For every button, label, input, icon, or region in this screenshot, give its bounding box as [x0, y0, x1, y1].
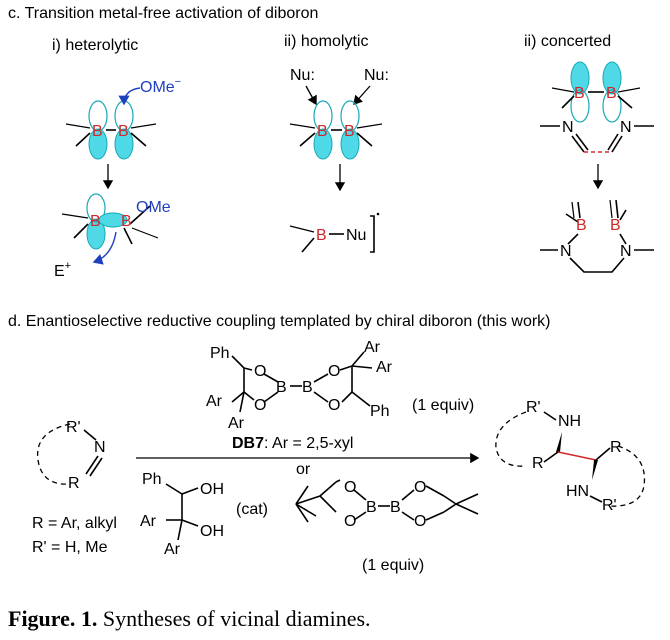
- vicinal-diamine-product: R' NH R R HN R': [495, 399, 646, 514]
- oxygen-atom: O: [344, 513, 356, 530]
- methoxy-label: OMe: [136, 199, 171, 216]
- aryl-label: Ar: [376, 359, 393, 376]
- r-label: R: [68, 475, 80, 492]
- boron-atom: B: [317, 123, 328, 140]
- sp3-boron-bond-orbital: [98, 212, 128, 228]
- catalytic-label: (cat): [236, 501, 268, 518]
- aryl-label: Ar: [164, 541, 181, 558]
- r-label: R: [610, 439, 622, 456]
- heterolytic-heading: i) heterolytic: [52, 37, 138, 54]
- boron-atom: B: [90, 213, 101, 230]
- hydroxyl-label: OH: [200, 523, 224, 540]
- r-prime-label: R': [66, 419, 81, 436]
- nucleophile-attack-arrow: [118, 87, 141, 106]
- radical-dot: [376, 212, 380, 216]
- aryl-label: Ar: [206, 393, 223, 410]
- oxygen-atom: O: [254, 363, 266, 380]
- oxygen-atom: O: [414, 479, 426, 496]
- equivalents-label: (1 equiv): [412, 397, 474, 414]
- homolytic-heading: ii) homolytic: [284, 33, 368, 50]
- ethylene-bridge: [569, 257, 625, 273]
- or-label: or: [296, 461, 311, 478]
- r-label: R: [532, 455, 544, 472]
- figure-caption: Figure. 1. Syntheses of vicinal diamines…: [8, 606, 371, 631]
- new-c-c-bond: [557, 451, 597, 461]
- phenyl-label: Ph: [370, 403, 390, 420]
- nitrogen-atom: N: [620, 119, 632, 136]
- r-prime-definition: R' = H, Me: [32, 539, 108, 556]
- panel-c-title: c. Transition metal-free activation of d…: [8, 5, 318, 22]
- boron-atom: B: [276, 379, 287, 396]
- dashed-ring: [36, 423, 71, 485]
- boron-atom: B: [316, 227, 327, 244]
- amine-label: NH: [558, 413, 581, 430]
- oxygen-atom: O: [328, 397, 340, 414]
- oxygen-atom: O: [414, 513, 426, 530]
- phenyl-label: Ph: [210, 345, 230, 362]
- equivalents-label: (1 equiv): [362, 557, 424, 574]
- nitrogen-atom: N: [560, 243, 572, 260]
- panel-d-title: d. Enantioselective reductive coupling t…: [8, 313, 551, 330]
- nitrogen-atom: N: [94, 439, 106, 456]
- filled-p-orbital-right: [602, 61, 622, 95]
- aryl-label: Ar: [228, 415, 245, 432]
- diol-catalyst: Ph OH OH Ar Ar (cat): [140, 471, 268, 558]
- wedge-bond: [556, 432, 562, 452]
- bis-neopentylglycolato-diboron: O O B B O O (1 equiv): [295, 479, 479, 574]
- boron-atom: B: [610, 217, 621, 234]
- boron-atom: B: [606, 85, 617, 102]
- nucleophile-left: Nu:: [290, 67, 315, 84]
- boron-atom: B: [92, 123, 103, 140]
- r-prime-label: R': [602, 497, 617, 514]
- filled-p-orbital-right: [340, 128, 360, 160]
- oxygen-atom: O: [328, 363, 340, 380]
- boron-atom: B: [574, 85, 585, 102]
- nitrogen-atom: N: [562, 119, 574, 136]
- imine-substrate: R' N R R = Ar, alkyl R' = H, Me: [32, 419, 117, 556]
- r-prime-label: R': [526, 399, 541, 416]
- filled-p-orbital-right: [114, 128, 134, 160]
- boron-atom: B: [576, 217, 587, 234]
- filled-p-orbital-left: [570, 61, 590, 95]
- wedge-bond: [592, 460, 598, 480]
- radical-bracket: [370, 215, 375, 253]
- boron-atom: B: [118, 123, 129, 140]
- heterolytic-scheme: i) heterolytic B B OMe− B B OMe E+: [52, 37, 181, 280]
- phenyl-label: Ph: [142, 471, 162, 488]
- filled-p-orbital-left: [313, 128, 333, 160]
- nucleophile-group: Nu: [346, 227, 366, 244]
- hydroxyl-label: OH: [200, 481, 224, 498]
- oxygen-atom: O: [344, 479, 356, 496]
- nucleophile-right: Nu:: [364, 67, 389, 84]
- boron-atom: B: [302, 379, 313, 396]
- aryl-label: Ar: [364, 339, 381, 356]
- radical-attack-arrow: [353, 85, 371, 105]
- oxygen-atom: O: [254, 397, 266, 414]
- r-definition: R = Ar, alkyl: [32, 515, 117, 532]
- concerted-scheme: ii) concerted B B N N B B N N: [524, 33, 654, 273]
- electrophile-arrow: [92, 231, 117, 265]
- electrophile-label: E+: [54, 260, 71, 280]
- homolytic-scheme: ii) homolytic Nu: Nu: B B B Nu: [284, 33, 389, 253]
- methoxide-label: OMe−: [140, 76, 181, 96]
- boron-atom: B: [366, 499, 377, 516]
- boron-atom: B: [344, 123, 355, 140]
- filled-p-orbital-left: [88, 128, 108, 160]
- nitrogen-atom: N: [620, 243, 632, 260]
- radical-attack-arrow: [305, 85, 317, 106]
- chiral-diboron-reagent: Ph O O B B O O Ar Ar Ar Ar Ph (1 equiv) …: [206, 339, 474, 452]
- concerted-heading: ii) concerted: [524, 33, 611, 50]
- amine-label: HN: [566, 483, 589, 500]
- filled-p-orbital: [86, 218, 106, 250]
- aryl-label: Ar: [140, 513, 157, 530]
- boron-atom: B: [390, 499, 401, 516]
- boron-atom: B: [121, 213, 132, 230]
- reagent-name: DB7: Ar = 2,5-xyl: [232, 435, 353, 452]
